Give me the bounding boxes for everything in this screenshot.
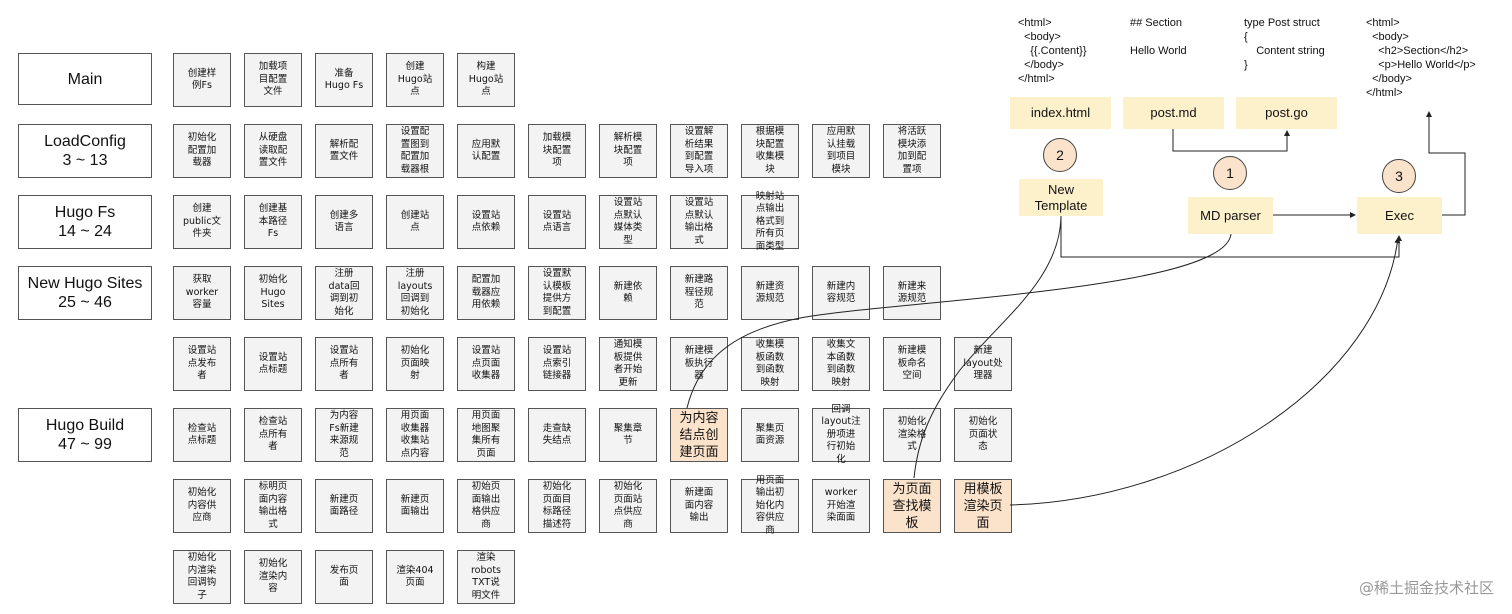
stage-hugo-build: Hugo Build 47 ~ 99 <box>18 408 152 462</box>
step-box-newsites2-1: 设置站 点标题 <box>244 337 302 391</box>
step-box-loadconfig-1: 从硬盘 读取配 置文件 <box>244 124 302 178</box>
step-number-2: 2 <box>1043 138 1077 172</box>
step-box-newsites1-3: 注册 layouts 回调到 初始化 <box>386 266 444 320</box>
step-box-main-4: 构建 Hugo站 点 <box>457 53 515 107</box>
step-box-build2-11: 用模板 渲染页 面 <box>954 479 1012 533</box>
step-box-build2-6: 初始化 页面站 点供应 商 <box>599 479 657 533</box>
step-box-newsites2-10: 新建模 板命名 空间 <box>883 337 941 391</box>
step-box-hugofs-8: 映射站 点输出 格式到 所有页 面类型 <box>741 191 799 252</box>
step-box-main-0: 创建样 例Fs <box>173 53 231 107</box>
step-box-newsites1-6: 新建依 赖 <box>599 266 657 320</box>
step-box-build2-2: 新建页 面路径 <box>315 479 373 533</box>
md-parser-step: MD parser <box>1188 197 1273 234</box>
step-box-main-3: 创建 Hugo站 点 <box>386 53 444 107</box>
step-box-hugofs-4: 设置站 点依赖 <box>457 195 515 249</box>
step-box-newsites2-8: 收集模 板函数 到函数 映射 <box>741 337 799 391</box>
step-box-build3-0: 初始化 内渲染 回调钩 子 <box>173 550 231 604</box>
step-box-loadconfig-8: 根据模 块配置 收集模 块 <box>741 124 799 178</box>
step-box-build1-8: 聚集页 面资源 <box>741 408 799 462</box>
stage-main: Main <box>18 53 152 105</box>
exec-step: Exec <box>1357 197 1442 234</box>
step-box-build2-10: 为页面 查找模 板 <box>883 479 941 533</box>
step-box-newsites1-0: 获取 worker 容量 <box>173 266 231 320</box>
stage-loadconfig: LoadConfig 3 ~ 13 <box>18 124 152 178</box>
step-box-hugofs-7: 设置站 点默认 输出格 式 <box>670 195 728 249</box>
step-box-build1-4: 用页面 地图聚 集所有 页面 <box>457 408 515 462</box>
step-box-newsites1-4: 配置加 载器应 用依赖 <box>457 266 515 320</box>
step-box-build2-8: 用页面 输出初 始化内 容供应 商 <box>741 475 799 536</box>
step-box-build1-3: 用页面 收集器 收集站 点内容 <box>386 408 444 462</box>
step-box-loadconfig-9: 应用默 认挂载 到项目 模块 <box>812 124 870 178</box>
file-post-go: post.go <box>1236 97 1337 129</box>
stage-hugo-fs: Hugo Fs 14 ~ 24 <box>18 195 152 249</box>
step-box-loadconfig-2: 解析配 置文件 <box>315 124 373 178</box>
step-box-build3-1: 初始化 渲染内 容 <box>244 550 302 604</box>
step-box-build1-10: 初始化 渲染格 式 <box>883 408 941 462</box>
step-box-loadconfig-4: 应用默 认配置 <box>457 124 515 178</box>
step-box-build3-4: 渲染 robots TXT说 明文件 <box>457 550 515 604</box>
step-box-newsites2-0: 设置站 点发布 者 <box>173 337 231 391</box>
step-box-build1-1: 检查站 点所有 者 <box>244 408 302 462</box>
step-box-hugofs-5: 设置站 点语言 <box>528 195 586 249</box>
step-number-3: 3 <box>1382 159 1416 193</box>
code-post-md: ## Section Hello World <box>1130 17 1187 57</box>
step-box-loadconfig-3: 设置配 置图到 配置加 载器根 <box>386 124 444 178</box>
step-box-hugofs-1: 创建基 本路径 Fs <box>244 195 302 249</box>
step-box-newsites1-10: 新建来 源规范 <box>883 266 941 320</box>
watermark: @稀土掘金技术社区 <box>1358 579 1494 597</box>
step-box-newsites1-7: 新建路 程径规 范 <box>670 266 728 320</box>
step-box-build1-6: 聚集章 节 <box>599 408 657 462</box>
step-box-newsites2-2: 设置站 点所有 者 <box>315 337 373 391</box>
step-box-newsites2-7: 新建模 板执行 器 <box>670 337 728 391</box>
step-box-build2-5: 初始化 页面目 标路径 描述符 <box>528 479 586 533</box>
step-box-loadconfig-10: 将活跃 模块添 加到配 置项 <box>883 124 941 178</box>
step-box-newsites2-3: 初始化 页面映 射 <box>386 337 444 391</box>
step-box-newsites2-11: 新建 layout处 理器 <box>954 337 1012 391</box>
step-box-hugofs-0: 创建 public文 件夹 <box>173 195 231 249</box>
step-number-1: 1 <box>1213 156 1247 190</box>
code-index-html: <html> <body> {{.Content}} </body> </htm… <box>1018 17 1087 85</box>
step-box-newsites2-4: 设置站 点页面 收集器 <box>457 337 515 391</box>
step-box-build2-0: 初始化 内容供 应商 <box>173 479 231 533</box>
step-box-build1-5: 走查缺 失结点 <box>528 408 586 462</box>
step-box-build1-0: 检查站 点标题 <box>173 408 231 462</box>
step-box-build2-7: 新建面 面内容 输出 <box>670 479 728 533</box>
step-box-build1-7: 为内容 结点创 建页面 <box>670 408 728 462</box>
step-box-build2-9: worker 开始渲 染面面 <box>812 479 870 533</box>
step-box-build2-1: 标明页 面内容 输出格 式 <box>244 479 302 533</box>
step-box-loadconfig-6: 解析模 块配置 项 <box>599 124 657 178</box>
step-box-build1-9: 回调 layout注 册项进 行初始 化 <box>812 404 870 465</box>
step-box-build1-2: 为内容 Fs新建 来源规 范 <box>315 408 373 462</box>
step-box-hugofs-3: 创建站 点 <box>386 195 444 249</box>
step-box-loadconfig-0: 初始化 配置加 载器 <box>173 124 231 178</box>
code-output-html: <html> <body> <h2>Section</h2> <p>Hello … <box>1366 17 1476 99</box>
step-box-main-2: 准备 Hugo Fs <box>315 53 373 107</box>
step-box-loadconfig-5: 加载模 块配置 项 <box>528 124 586 178</box>
step-box-newsites2-9: 收集文 本函数 到函数 映射 <box>812 337 870 391</box>
new-template-step: New Template <box>1019 179 1103 216</box>
step-box-newsites1-8: 新建资 源规范 <box>741 266 799 320</box>
step-box-hugofs-2: 创建多 语言 <box>315 195 373 249</box>
step-box-newsites1-5: 设置默 认模板 提供方 到配置 <box>528 266 586 320</box>
code-post-go: type Post struct { Content string } <box>1244 17 1325 71</box>
step-box-build2-3: 新建页 面输出 <box>386 479 444 533</box>
step-box-build3-2: 发布页 面 <box>315 550 373 604</box>
stage-new-hugo-sites: New Hugo Sites 25 ~ 46 <box>18 266 152 320</box>
step-box-hugofs-6: 设置站 点默认 媒体类 型 <box>599 195 657 249</box>
step-box-build2-4: 初始页 面输出 格供应 商 <box>457 479 515 533</box>
step-box-newsites2-5: 设置站 点索引 链接器 <box>528 337 586 391</box>
step-box-build3-3: 渲染404 页面 <box>386 550 444 604</box>
step-box-build1-11: 初始化 页面状 态 <box>954 408 1012 462</box>
file-post-md: post.md <box>1123 97 1224 129</box>
step-box-main-1: 加载项 目配置 文件 <box>244 53 302 107</box>
step-box-newsites2-6: 通知模 板提供 者开始 更新 <box>599 337 657 391</box>
step-box-newsites1-2: 注册 data回 调到初 始化 <box>315 266 373 320</box>
file-index-html: index.html <box>1010 97 1111 129</box>
step-box-loadconfig-7: 设置解 析结果 到配置 导入项 <box>670 124 728 178</box>
step-box-newsites1-9: 新建内 容规范 <box>812 266 870 320</box>
step-box-newsites1-1: 初始化 Hugo Sites <box>244 266 302 320</box>
